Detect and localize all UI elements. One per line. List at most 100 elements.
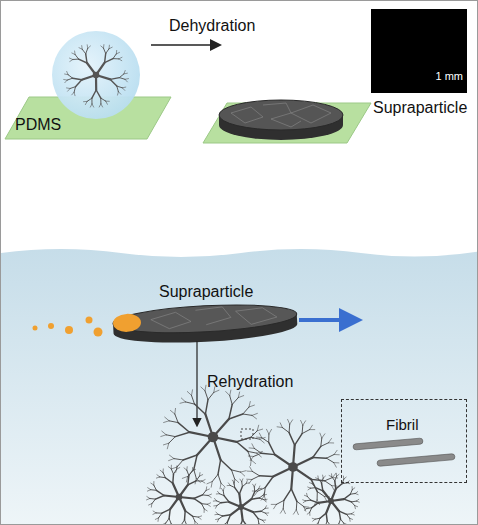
fiber-branch <box>250 457 253 461</box>
fiber-branch <box>205 385 206 391</box>
fiber-branch <box>328 439 331 443</box>
fiber-branch <box>311 500 319 503</box>
fiber-branch <box>177 460 183 467</box>
fiber-branch <box>311 479 317 491</box>
fiber-branch <box>189 471 192 476</box>
dried-disc-top <box>219 100 343 130</box>
fiber-branch <box>249 405 254 407</box>
fiber-branch <box>203 494 209 496</box>
fiber-branch <box>106 49 109 54</box>
fiber-branch <box>161 435 166 437</box>
fiber-branch <box>92 104 94 107</box>
fiber-branch <box>163 469 164 473</box>
fiber-branch <box>303 500 306 501</box>
fiber-branch <box>265 508 268 509</box>
fiber-branch <box>302 430 310 434</box>
dendrite-fibers <box>64 45 129 108</box>
process-arrow <box>196 341 197 425</box>
fiber-branch <box>313 457 327 459</box>
fiber-branch <box>165 417 169 421</box>
fiber-branch <box>185 520 187 524</box>
fiber-branch <box>344 494 350 499</box>
fiber-branch <box>122 88 125 91</box>
fiber-branch <box>243 520 248 524</box>
fiber-branch <box>192 390 193 396</box>
dendrite-core <box>328 498 334 504</box>
fiber-branch <box>268 434 269 442</box>
fiber-branch <box>263 494 266 496</box>
fiber-branch <box>152 499 156 504</box>
fiber-branch <box>248 451 257 453</box>
fiber-branch <box>198 516 201 517</box>
fiber-branch <box>265 477 273 488</box>
fiber-branch <box>232 398 238 405</box>
fiber-branch <box>220 483 221 489</box>
process-arrow <box>151 44 219 46</box>
fiber-branch <box>242 479 243 482</box>
fiber-branch <box>289 433 295 446</box>
fiber-branch <box>194 522 195 525</box>
fiber-branch <box>259 495 263 498</box>
fiber-branch <box>208 496 211 498</box>
fiber-branch <box>297 501 304 506</box>
fiber-branch <box>72 92 74 95</box>
fiber-branch <box>258 518 260 523</box>
fiber-branch <box>318 479 321 483</box>
fiber-branch <box>125 79 127 82</box>
fiber-branch <box>86 54 87 63</box>
fiber-branch <box>214 505 217 506</box>
fiber-branch <box>216 519 219 521</box>
fiber-branch <box>156 477 159 478</box>
fiber-branch <box>82 49 86 54</box>
fiber-branch <box>308 487 311 488</box>
fiber-branch <box>154 485 157 490</box>
fiber-branch <box>170 524 171 525</box>
fiber-branch <box>167 443 169 449</box>
fiber-branch <box>302 425 304 433</box>
fiber-branch <box>242 483 246 486</box>
fiber-branch <box>223 491 225 496</box>
fiber-branch <box>306 493 308 496</box>
fiber-branch <box>328 442 333 443</box>
fiber-branch <box>67 78 72 80</box>
fiber-branch <box>194 470 197 479</box>
fiber-branch <box>116 52 119 54</box>
node-label: PDMS <box>15 116 61 134</box>
fiber-branch <box>166 435 175 437</box>
fiber-branch <box>192 469 195 471</box>
fiber-branch <box>264 500 266 502</box>
fiber-branch <box>344 477 346 479</box>
fiber-branch <box>186 402 195 404</box>
fiber-branch <box>313 519 315 521</box>
fiber-branch <box>68 89 71 92</box>
fiber-branch <box>307 512 310 514</box>
fiber-branch <box>101 98 106 101</box>
fiber-branch <box>307 507 312 509</box>
fiber-branch <box>169 437 176 444</box>
fiber-branch <box>212 474 218 481</box>
fiber-branch <box>193 516 195 521</box>
fiber-branch <box>351 502 354 506</box>
fiber-branch <box>87 98 92 101</box>
node-heading: Supraparticle <box>373 99 467 117</box>
fiber-branch <box>79 59 87 63</box>
fiber-branch <box>187 392 191 396</box>
fiber-branch <box>106 101 108 104</box>
fiber-branch <box>276 500 284 504</box>
fiber-branch <box>259 498 264 500</box>
fiber-branch <box>196 480 202 481</box>
fiber-branch <box>119 59 122 61</box>
fiber-branch <box>331 474 332 477</box>
fiber-branch <box>290 420 293 424</box>
fiber-branch <box>230 390 231 396</box>
fiber-branch <box>75 55 79 60</box>
fiber-branch <box>228 483 230 486</box>
droplet <box>52 31 140 119</box>
fiber-branch <box>249 402 250 408</box>
fiber-branch <box>163 443 168 445</box>
fiber-branch <box>326 513 327 521</box>
fiber-branch <box>277 426 282 428</box>
fiber-branch <box>243 414 252 415</box>
fiber-branch <box>149 504 152 505</box>
